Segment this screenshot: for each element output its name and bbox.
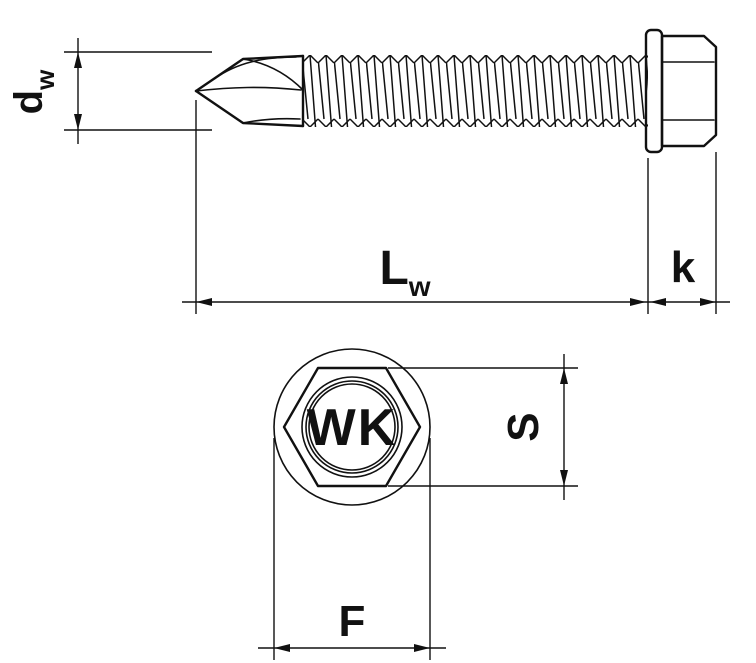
label-k: k (671, 243, 696, 292)
drill-point (194, 54, 305, 128)
arrow-right-icon (414, 644, 430, 652)
arrow-left-icon (274, 644, 290, 652)
head-marking-text: WK (307, 399, 398, 457)
label-dw: dw (7, 69, 60, 114)
arrow-down-icon (560, 470, 568, 486)
boss-circle-inner (308, 383, 396, 471)
side-view: dw Lw k (7, 28, 730, 314)
flange-outer-circle (273, 348, 431, 506)
hex-outline (282, 366, 422, 488)
arrow-right-icon (630, 298, 646, 306)
dimension-dw: dw (7, 38, 212, 144)
arrow-left-icon (650, 298, 666, 306)
flange-washer (644, 28, 664, 154)
dimension-f: F (258, 438, 446, 660)
label-lw: Lw (379, 242, 430, 302)
dimension-s: S (388, 354, 578, 500)
arrow-up-icon (74, 52, 82, 68)
front-view: WK S F (258, 348, 578, 660)
arrow-up-icon (560, 368, 568, 384)
boss-circle-outer (301, 376, 403, 478)
thread-section (302, 55, 648, 127)
label-f: F (339, 597, 366, 646)
boss-circle-mid (305, 380, 399, 474)
arrow-left-icon (196, 298, 212, 306)
hex-head (660, 34, 718, 148)
arrow-right-icon (700, 298, 716, 306)
label-s: S (499, 412, 548, 441)
dimension-lw-k: Lw k (182, 100, 730, 314)
arrow-down-icon (74, 114, 82, 130)
